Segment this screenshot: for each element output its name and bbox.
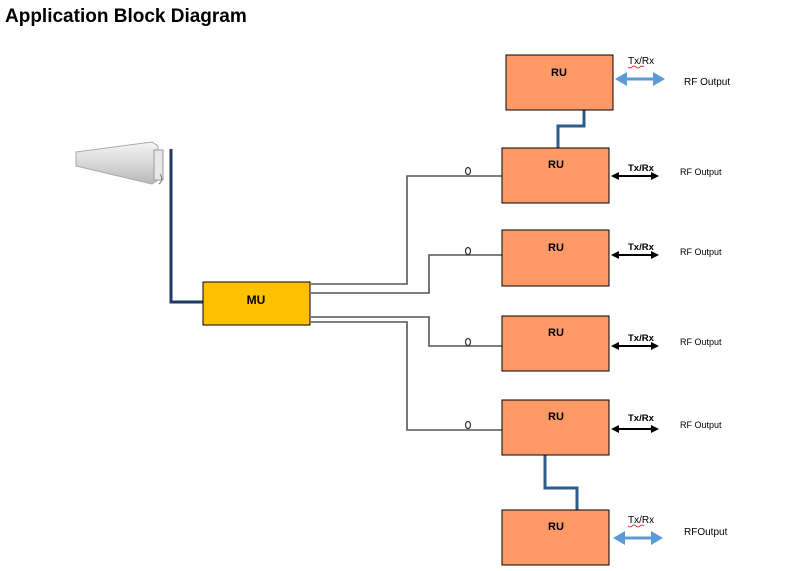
spellcheck-underline [627,524,645,528]
double-arrow-icon [611,172,659,180]
rf-output-label: RF Output [680,420,722,430]
ru-block-1: RU [501,147,610,204]
double-arrow-icon [611,251,659,259]
ru-cascade-link-top [556,110,586,148]
txrx-label: Tx/Rx [628,413,655,424]
fiber-connector [464,246,472,256]
ru-block-2: RU [501,229,610,287]
ru-block-3: RU [501,315,610,372]
mu-label: MU [247,293,266,307]
ru-label: RU [551,67,567,79]
txrx-label: Tx/Rx [628,56,654,67]
txrx-label: Tx/Rx [628,333,655,344]
txrx-label: Tx/Rx [628,515,654,526]
fiber-line-2 [311,254,502,294]
rf-output-label: RFOutput [684,527,728,538]
ru-block-4: RU [501,399,610,456]
fiber-links [311,175,502,431]
txrx-label: Tx/Rx [628,242,655,253]
rf-output-label: RF Output [680,167,722,177]
ru-label: RU [548,327,564,339]
ru-label: RU [548,521,564,533]
antenna-cable [169,149,203,304]
fiber-connector [464,337,472,347]
fiber-connector [464,166,472,176]
fiber-line-1 [311,175,502,285]
fiber-line-3 [311,316,502,347]
ru-label: RU [548,411,564,423]
double-arrow-icon [611,425,659,433]
mu-block: MU [202,281,311,326]
ru-cascade-link-bottom [543,455,579,510]
ru-label: RU [548,159,564,171]
rf-output-label: RF Output [680,337,722,347]
fiber-line-4 [311,321,502,431]
ru-block-bottom: RU [501,509,610,566]
antenna-icon [75,141,164,185]
ru-label: RU [548,242,564,254]
double-arrow-icon [611,342,659,350]
ru-block-top: RU [505,54,614,111]
txrx-label: Tx/Rx [628,163,655,174]
double-arrow-icon [615,72,665,86]
diagram-title: Application Block Diagram [5,6,247,27]
fiber-connectors [464,166,472,430]
rf-output-label: RF Output [680,247,722,257]
spellcheck-underline [627,65,645,69]
fiber-connector [464,420,472,430]
rf-output-label: RF Output [684,77,730,88]
double-arrow-icon [613,531,663,545]
